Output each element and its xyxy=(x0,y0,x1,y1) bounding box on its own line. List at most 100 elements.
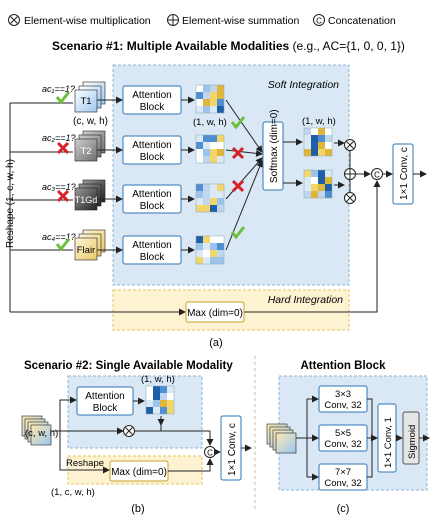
attention-map-cell xyxy=(217,191,224,198)
svg-text:Block: Block xyxy=(140,201,165,212)
attention-map-cell xyxy=(210,184,217,191)
attention-map-cell xyxy=(217,257,224,264)
attention-map-cell xyxy=(304,191,311,198)
attention-map-cell xyxy=(210,92,217,99)
attention-map-cell xyxy=(304,142,311,149)
attention-map-cell xyxy=(311,170,318,177)
attention-map-cell xyxy=(217,205,224,212)
shape-label-1wh: (1, w, h) xyxy=(193,117,227,128)
caption-c: (c) xyxy=(337,503,350,515)
scenario2-reshape-shape: (1, c, w, h) xyxy=(51,487,95,498)
attention-map-cell xyxy=(311,149,318,156)
attention-map-cell xyxy=(325,149,332,156)
scenario1-title: Scenario #1: Multiple Available Modaliti… xyxy=(52,39,405,53)
attention-map-cell xyxy=(203,142,210,149)
modality-t1: ac₁==1? T1 (c, w, h) xyxy=(10,81,108,127)
attention-input xyxy=(266,423,297,454)
attention-map-cell xyxy=(203,236,210,243)
attention-map-cell xyxy=(325,191,332,198)
svg-text:1×1 Conv, 1: 1×1 Conv, 1 xyxy=(383,417,394,468)
attention-map-cell xyxy=(318,135,325,142)
attention-map-cell xyxy=(196,92,203,99)
svg-text:5×5: 5×5 xyxy=(335,428,351,439)
attention-map-cell xyxy=(196,135,203,142)
attention-map-cell xyxy=(203,85,210,92)
scenario2-attention-map xyxy=(145,385,175,415)
attention-map-cell xyxy=(304,135,311,142)
svg-text:Block: Block xyxy=(140,252,165,263)
scenario2-shape-cwh: (c, w, h) xyxy=(25,428,58,439)
attention-map-cell xyxy=(210,156,217,163)
attention-map-cell xyxy=(203,135,210,142)
attention-map-cell xyxy=(153,393,160,400)
reshape-label: Reshape (1, c, w, h) xyxy=(5,159,16,248)
attention-map-cell xyxy=(203,243,210,250)
attention-map-2 xyxy=(195,134,225,164)
conv-1x1-box: 1×1 Conv, c xyxy=(392,143,414,205)
legend-summation: Element-wise summation xyxy=(182,15,299,27)
condition-t2: ac₂==1? xyxy=(42,133,75,143)
attention-map-cell xyxy=(217,142,224,149)
attention-map-cell xyxy=(203,149,210,156)
attention-map-cell xyxy=(196,205,203,212)
attention-map-cell xyxy=(304,177,311,184)
attention-map-cell xyxy=(146,400,153,407)
attention-map-cell xyxy=(318,191,325,198)
attention-map-cell xyxy=(325,128,332,135)
attention-map-cell xyxy=(167,386,174,393)
attention-map-cell xyxy=(167,393,174,400)
attention-map-cell xyxy=(311,191,318,198)
scenario2-input xyxy=(21,415,52,446)
svg-text:Block: Block xyxy=(93,403,118,414)
cross-icon xyxy=(56,141,70,155)
svg-text:Attention: Attention xyxy=(85,391,124,402)
attention-map-cell xyxy=(210,142,217,149)
svg-text:Attention: Attention xyxy=(132,90,171,101)
attention-map-border xyxy=(195,235,225,265)
attention-map-cell xyxy=(196,142,203,149)
attention-map-cell xyxy=(210,149,217,156)
modality-t2: ac₂==1? T2 xyxy=(10,130,106,162)
attention-map-cell xyxy=(203,156,210,163)
attention-map-cell xyxy=(311,135,318,142)
attention-map-cell xyxy=(210,250,217,257)
scenario2-shape-1wh: (1, w, h) xyxy=(141,374,175,385)
check-icon xyxy=(55,91,71,105)
svg-text:Attention: Attention xyxy=(132,189,171,200)
attention-map-cell xyxy=(153,386,160,393)
attention-map-cell xyxy=(160,386,167,393)
svg-text:Attention: Attention xyxy=(132,240,171,251)
svg-text:7×7: 7×7 xyxy=(335,467,351,478)
cross-icon xyxy=(231,179,245,193)
svg-text:3×3: 3×3 xyxy=(335,389,351,400)
attention-map-cell xyxy=(311,177,318,184)
attention-map-cell xyxy=(203,257,210,264)
attention-map-cell xyxy=(318,177,325,184)
attention-map-cell xyxy=(217,184,224,191)
attention-map-1 xyxy=(195,84,225,114)
svg-text:Block: Block xyxy=(140,152,165,163)
attention-map-cell xyxy=(196,198,203,205)
attention-map-cell xyxy=(318,170,325,177)
attention-map-cell xyxy=(196,236,203,243)
attention-map-cell xyxy=(217,236,224,243)
attention-map-cell xyxy=(217,149,224,156)
conv-7x7-box: 7×7 Conv, 32 xyxy=(318,463,368,491)
svg-text:Max (dim=0): Max (dim=0) xyxy=(111,467,167,478)
attention-map-cell xyxy=(217,250,224,257)
shape-label-1wh-right: (1, w, h) xyxy=(302,116,336,127)
modality-label-t2: T2 xyxy=(80,146,91,157)
conv-5x5-box: 5×5 Conv, 32 xyxy=(318,424,368,452)
attention-map-cell xyxy=(210,135,217,142)
caption-a: (a) xyxy=(209,337,222,349)
attention-title: Attention Block xyxy=(301,360,387,372)
attention-map-border xyxy=(195,84,225,114)
attention-map-border xyxy=(303,169,333,199)
attention-block-4: Attention Block xyxy=(122,235,182,265)
svg-text:C: C xyxy=(207,449,213,458)
conv-3x3-box: 3×3 Conv, 32 xyxy=(318,385,368,413)
attention-map-border xyxy=(195,183,225,213)
attention-map-cell xyxy=(325,184,332,191)
attention-map-cell xyxy=(196,106,203,113)
